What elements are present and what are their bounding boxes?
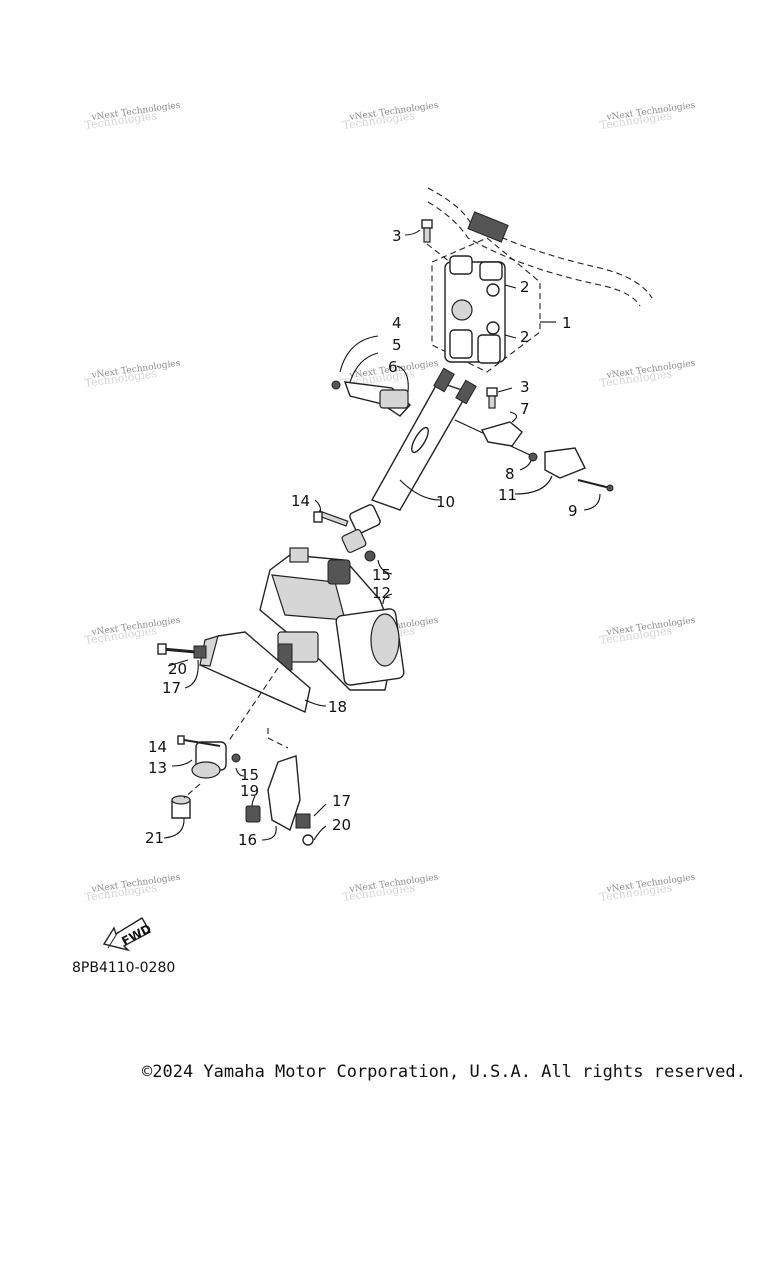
bolt-lower: [486, 387, 513, 409]
handlebar-phantom: [427, 187, 653, 307]
callout-17b: 17: [332, 792, 351, 810]
tilt-lever: [480, 411, 523, 447]
nut-17-left: [193, 645, 207, 659]
callout-19: 19: [240, 782, 259, 800]
lower-bracket: [245, 728, 327, 846]
callout-13: 13: [148, 759, 167, 777]
callout-16: 16: [238, 831, 257, 849]
handlebar-holder-assembly: [431, 237, 556, 373]
fwd-arrow-icon: FWD: [102, 917, 154, 952]
callout-1: 1: [562, 314, 572, 332]
handlebar-grip: [467, 211, 509, 243]
callout-labels: 1 2 2 3 3 4 5 6 7 8 9 10 11 12 14 15 14 …: [145, 227, 578, 849]
callout-20b: 20: [332, 816, 351, 834]
nut-15-lower: [231, 753, 241, 763]
bolt-4: [331, 380, 341, 390]
callout-8: 8: [505, 465, 515, 483]
cover-screw: [577, 479, 614, 511]
callout-18: 18: [328, 698, 347, 716]
callout-12: 12: [372, 584, 391, 602]
bolt-upper: [404, 219, 451, 263]
callout-9: 9: [568, 502, 578, 520]
universal-joint: [341, 504, 381, 553]
callout-3a: 3: [392, 227, 402, 245]
leader-line: [504, 334, 517, 339]
pinch-bolt-upper: [313, 499, 349, 527]
power-steering-unit: [259, 547, 405, 691]
column-splined-end: [433, 367, 455, 393]
bracket-bolt-left: [157, 643, 207, 689]
callout-5: 5: [392, 336, 402, 354]
copyright-notice: ©2024 Yamaha Motor Corporation, U.S.A. A…: [142, 1062, 746, 1082]
callout-15a: 15: [372, 566, 391, 584]
callout-14a: 14: [291, 492, 310, 510]
input-shaft: [327, 559, 351, 585]
callout-2a: 2: [520, 278, 530, 296]
washer: [519, 452, 538, 471]
callout-14b: 14: [148, 738, 167, 756]
lever-cover: [514, 447, 586, 495]
bolt-14-lower: [177, 735, 185, 745]
callout-2b: 2: [520, 328, 530, 346]
callout-17a: 17: [162, 679, 181, 697]
callout-11: 11: [498, 486, 517, 504]
callout-21: 21: [145, 829, 164, 847]
bolt-20-right: [302, 834, 314, 846]
bolt-19: [245, 805, 261, 823]
callout-7: 7: [520, 400, 530, 418]
column-clamp: [331, 335, 411, 417]
callout-15b: 15: [240, 766, 259, 784]
callout-10: 10: [436, 493, 455, 511]
nut-upper: [364, 550, 393, 575]
callout-6: 6: [388, 358, 398, 376]
bushing: [163, 783, 201, 839]
callout-20a: 20: [168, 660, 187, 678]
callout-4: 4: [392, 314, 402, 332]
lower-universal-joint: [171, 667, 279, 779]
yamaha-emblem-icon: [451, 299, 473, 321]
callout-3b: 3: [520, 378, 530, 396]
nut-17-right: [295, 813, 311, 829]
leader-line: [504, 284, 517, 289]
diagram-part-number: 8PB4110-0280: [72, 960, 175, 976]
